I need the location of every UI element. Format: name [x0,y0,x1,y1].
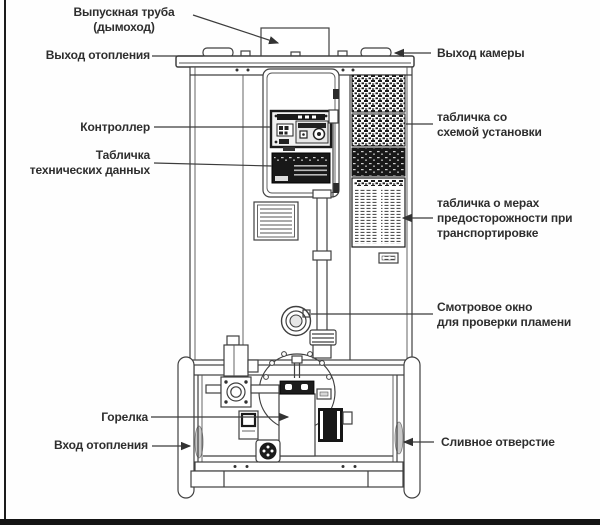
left-leg [177,356,195,499]
label-tech-data-plate: Табличка технических данных [29,148,150,177]
down-pipe [309,189,337,359]
sticker-top [351,74,406,113]
flame-sight-glass [280,305,312,337]
door-hinge-top [333,89,339,99]
leader-lines [151,14,434,451]
controller-buttons [295,120,329,144]
base-frame [177,356,421,499]
top-plate [175,55,415,68]
controller-display [276,123,294,137]
ignition-box [309,329,337,359]
gas-valve [205,335,280,408]
label-chamber-outlet: Выход камеры [437,46,525,60]
transformer-block [318,408,353,442]
label-sight-glass: Смотровое окно для проверки пламени [437,300,572,329]
flame-sensor-box [238,410,259,440]
controller-panel [269,109,333,151]
installation-diagram-plate [351,113,406,147]
vent-grille [253,201,299,241]
label-transport-plate: табличка о мерах предосторожности при тр… [437,196,573,240]
label-heating-outlet: Выход отопления [45,48,150,62]
leader-tech-plate [153,162,273,167]
tech-data-plate [271,152,331,184]
page-bottom-rule [0,519,600,525]
right-leg [403,356,421,499]
sticker-column [351,74,406,264]
transport-precautions-plate [351,177,406,248]
circulation-pump [255,439,281,463]
door-hinge-bottom [333,183,339,193]
label-heating-inlet: Вход отопления [54,438,148,452]
sticker-dark [351,147,406,177]
burner-body [278,380,316,457]
small-label [378,252,399,264]
sensor-rod [328,109,339,197]
label-installation-plate: табличка со схемой установки [437,110,542,139]
heating-inlet-port [194,425,204,459]
label-burner: Горелка [101,410,148,424]
leader-exhaust-pipe [192,14,280,45]
junction-box [316,388,332,400]
label-drain: Сливное отверстие [441,435,555,449]
label-controller: Контроллер [80,120,150,134]
label-exhaust-pipe: Выпускная труба (дымоход) [73,5,175,34]
burner-assembly [205,335,353,463]
drain-port [394,421,404,455]
page-left-border [4,0,6,519]
igniter [291,355,303,378]
